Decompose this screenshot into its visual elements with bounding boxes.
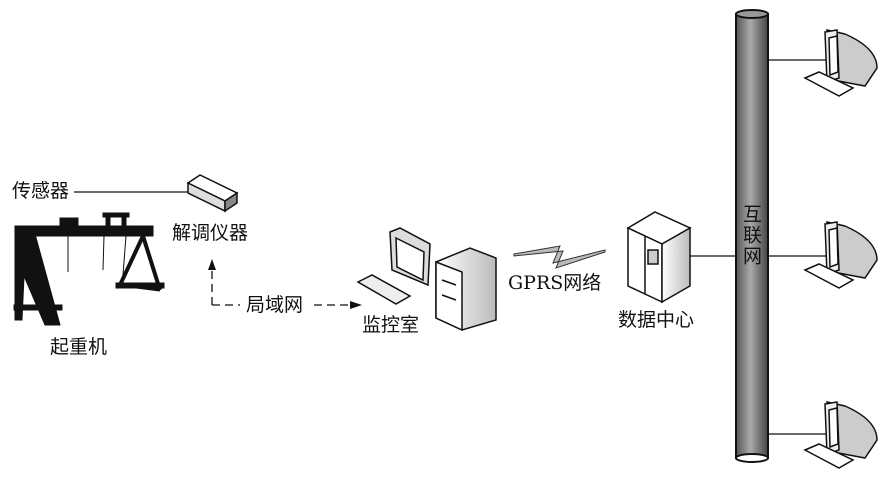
demodulator-label: 解调仪器 — [172, 222, 249, 244]
monitor-room-computer-icon — [356, 227, 497, 332]
lan-label: 局域网 — [246, 294, 304, 316]
sensor-label: 传感器 — [12, 180, 70, 202]
client-computer-icon — [803, 29, 878, 97]
crane-label: 起重机 — [50, 336, 108, 358]
gprs-network-label: GPRS网络 — [508, 272, 602, 294]
client-computer-icon — [803, 401, 878, 469]
wireless-lightning-icon — [513, 245, 606, 269]
monitor-room-label: 监控室 — [362, 314, 420, 336]
internet-label: 互联网 — [740, 204, 762, 267]
arrow-right-icon — [350, 301, 362, 309]
data-center-server-icon — [626, 211, 692, 304]
demodulator-icon — [186, 174, 239, 213]
crane-icon — [13, 212, 165, 326]
client-computer-icon — [803, 221, 878, 289]
lan-dashed-connector — [211, 268, 352, 306]
data-center-label: 数据中心 — [618, 309, 695, 331]
arrow-up-icon — [208, 259, 216, 270]
internet-backbone-pipe — [735, 9, 769, 463]
